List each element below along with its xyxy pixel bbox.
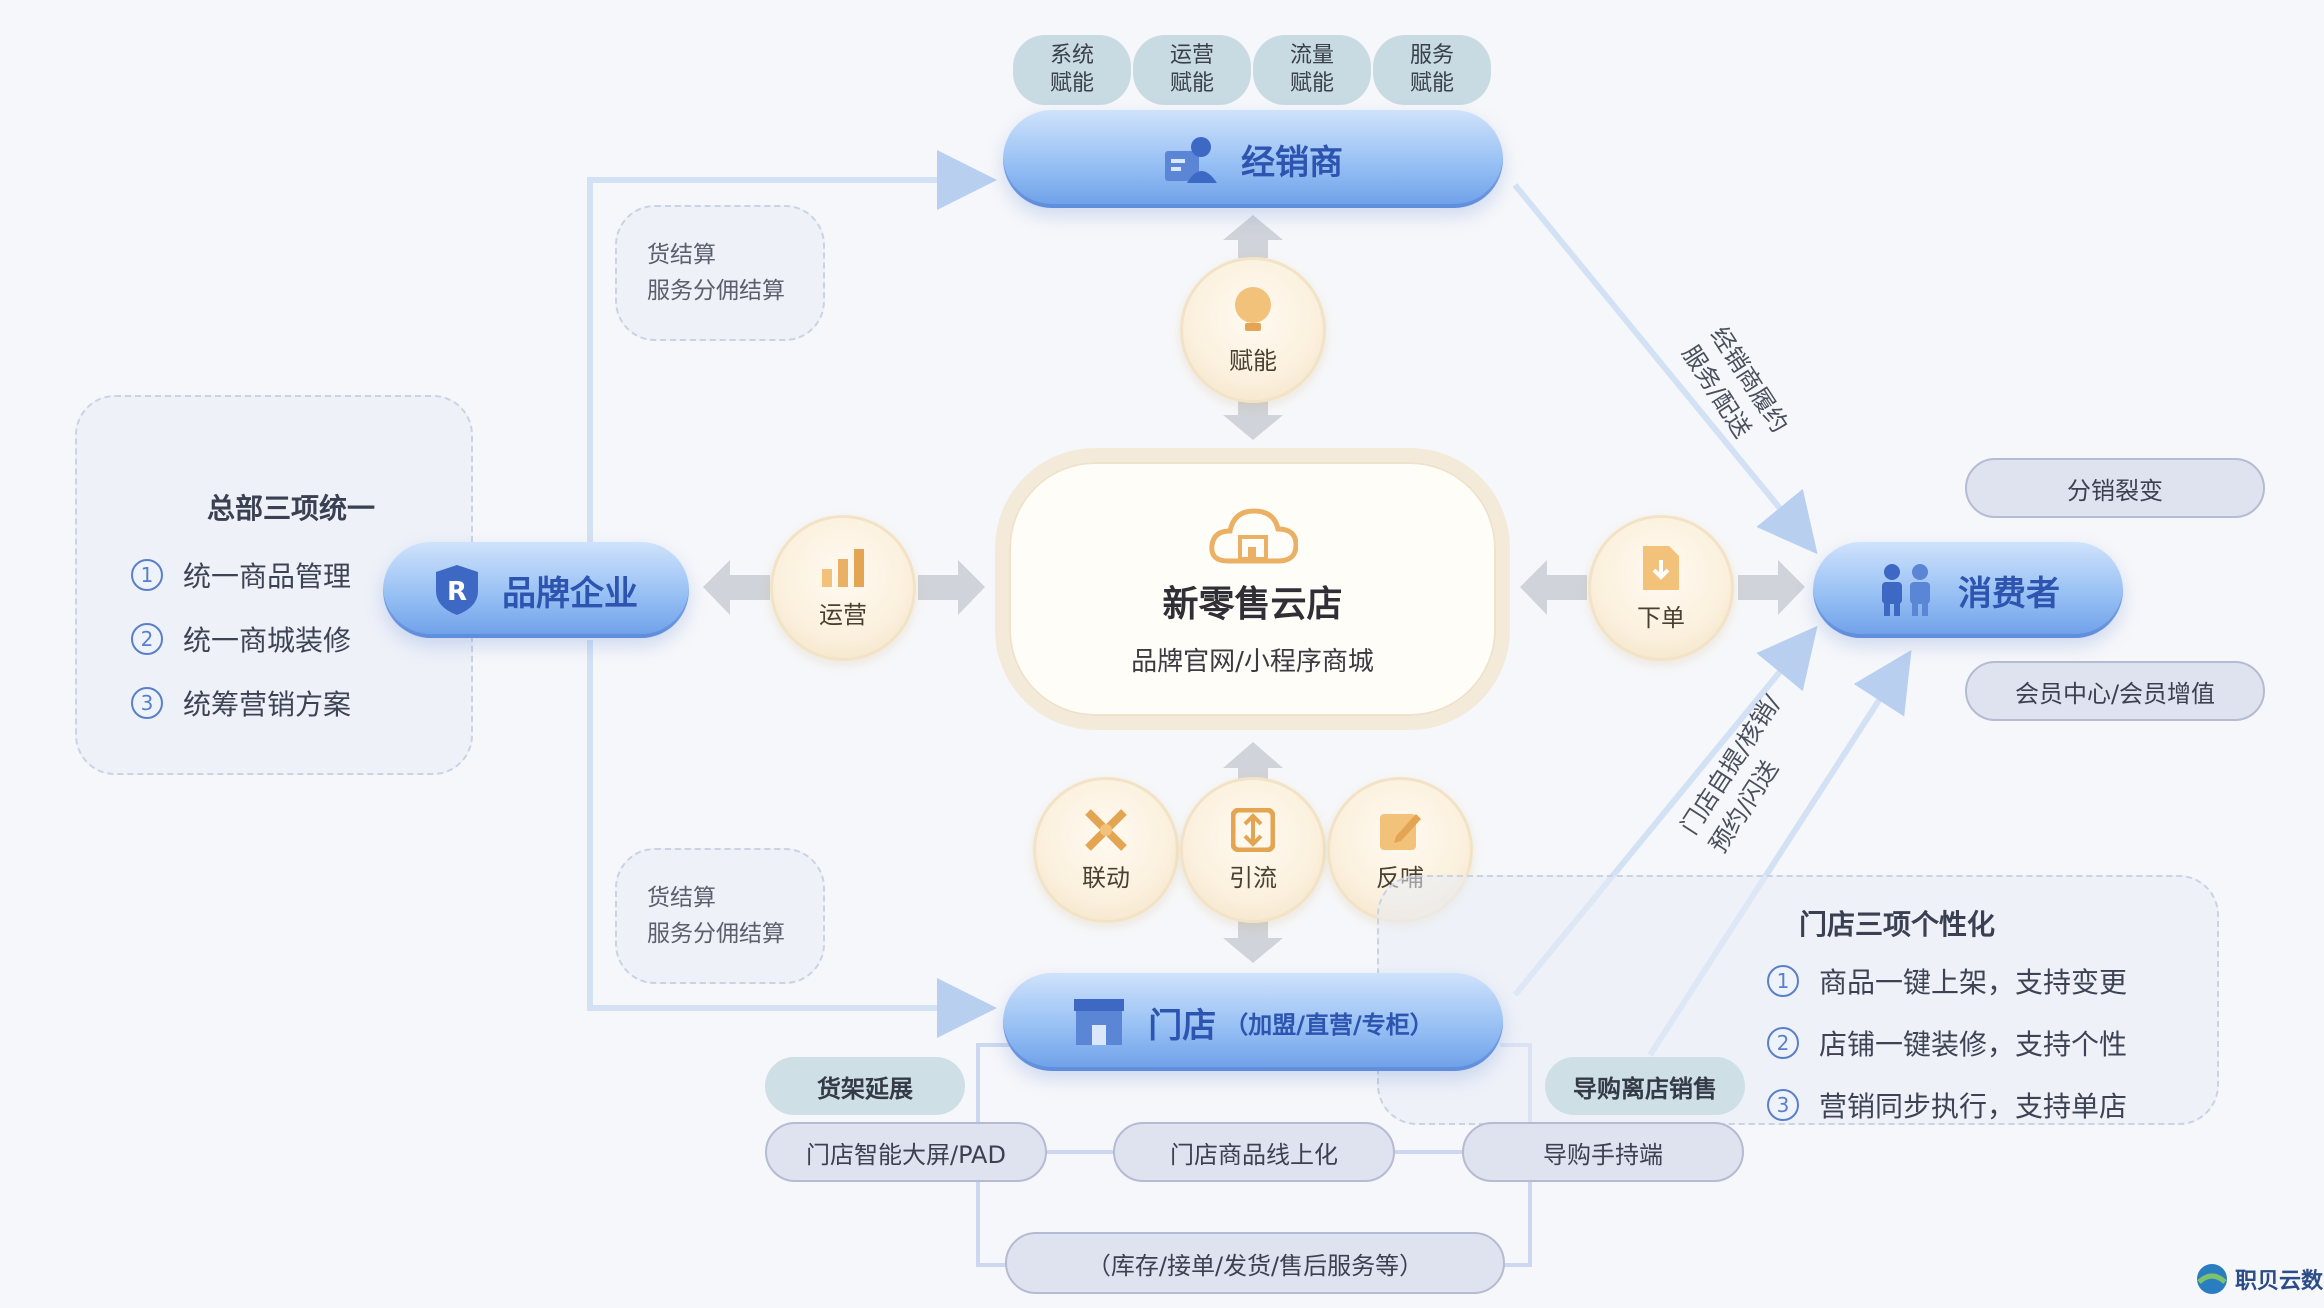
offline-guide-sales-pill: 导购离店销售 xyxy=(1545,1057,1745,1115)
empower-label: 赋能 xyxy=(1229,346,1277,375)
chip-line1: 流量 xyxy=(1289,43,1334,68)
svg-text:R: R xyxy=(447,577,467,607)
guide-terminal-label: 导购手持端 xyxy=(1543,1140,1663,1169)
hub-subtitle: 品牌官网/小程序商城 xyxy=(1131,646,1374,677)
store-item-text: 店铺一键装修，支持个性 xyxy=(1819,1028,2128,1061)
store-item: 2 店铺一键装修，支持个性 xyxy=(1767,1023,2217,1063)
logo-text: 职贝云数 xyxy=(2235,1269,2324,1294)
store-services-label: （库存/接单/发货/售后服务等） xyxy=(1086,1251,1424,1280)
online-products-label: 门店商品线上化 xyxy=(1170,1140,1338,1169)
order-doc-icon xyxy=(1643,545,1679,590)
chip-line1: 系统 xyxy=(1049,43,1094,68)
settlement-line1: 货结算 xyxy=(647,242,716,268)
chip-line2: 赋能 xyxy=(1049,71,1094,96)
hub-title: 新零售云店 xyxy=(1162,583,1343,625)
number-badge: 1 xyxy=(131,559,163,591)
edit-icon xyxy=(1380,813,1421,850)
number-badge: 3 xyxy=(1767,1089,1799,1121)
number-badge: 2 xyxy=(131,623,163,655)
store-label: 门店 xyxy=(1148,1005,1217,1046)
store-personalization-panel: 门店三项个性化 1 商品一键上架，支持变更 2 店铺一键装修，支持个性 3 营销… xyxy=(1377,875,2219,1125)
traffic-box-icon xyxy=(1231,807,1275,852)
chip-traffic-empower: 流量 赋能 xyxy=(1253,35,1371,105)
distributor-icon xyxy=(1163,133,1219,185)
settlement-line2: 服务分佣结算 xyxy=(647,921,785,947)
online-products-pill: 门店商品线上化 xyxy=(1113,1122,1395,1182)
hq-item-text: 统一商城装修 xyxy=(183,624,352,657)
chip-system-empower: 系统 赋能 xyxy=(1013,35,1131,105)
chip-line2: 赋能 xyxy=(1169,71,1214,96)
chip-operation-empower: 运营 赋能 xyxy=(1133,35,1251,105)
linkage-icon xyxy=(1085,808,1127,851)
settlement-note-top: 货结算 服务分佣结算 xyxy=(615,205,825,341)
member-pill: 会员中心/会员增值 xyxy=(1965,661,2265,721)
member-label: 会员中心/会员增值 xyxy=(2014,679,2216,708)
number-badge: 1 xyxy=(1767,965,1799,997)
cloud-store-icon xyxy=(1208,507,1298,563)
store-services-pill: （库存/接单/发货/售后服务等） xyxy=(1005,1232,1505,1294)
fission-label: 分销裂变 xyxy=(2067,476,2163,505)
hq-panel-title: 总部三项统一 xyxy=(207,492,376,525)
offline-guide-sales-label: 导购离店销售 xyxy=(1573,1074,1717,1103)
smart-screen-label: 门店智能大屏/PAD xyxy=(806,1140,1006,1169)
link-badge: 联动 xyxy=(1033,777,1179,923)
store-item: 3 营销同步执行，支持单店 xyxy=(1767,1085,2217,1125)
shelf-extension-pill: 货架延展 xyxy=(765,1057,965,1115)
consumer-people-icon xyxy=(1876,562,1936,618)
operate-badge: 运营 xyxy=(770,515,916,661)
brand-node: R 品牌企业 xyxy=(383,542,689,638)
globe-logo-icon xyxy=(2197,1264,2227,1294)
chip-line2: 赋能 xyxy=(1289,71,1334,96)
storefront-icon xyxy=(1072,997,1126,1047)
consumer-label: 消费者 xyxy=(1958,573,2060,614)
smart-screen-pill: 门店智能大屏/PAD xyxy=(765,1122,1047,1182)
hq-item-text: 统一商品管理 xyxy=(183,560,352,593)
guide-terminal-pill: 导购手持端 xyxy=(1462,1122,1744,1182)
chip-line1: 服务 xyxy=(1409,43,1454,68)
settlement-line1: 货结算 xyxy=(647,885,716,911)
traffic-badge: 引流 xyxy=(1180,777,1326,923)
hq-item-text: 统筹营销方案 xyxy=(183,688,352,721)
hq-item: 1 统一商品管理 xyxy=(131,555,471,595)
lightbulb-icon xyxy=(1235,286,1271,331)
operate-label: 运营 xyxy=(819,600,867,629)
store-item-text: 商品一键上架，支持变更 xyxy=(1819,966,2128,999)
settlement-line2: 服务分佣结算 xyxy=(647,278,785,304)
hq-item: 2 统一商城装修 xyxy=(131,619,471,659)
shelf-extension-label: 货架延展 xyxy=(817,1074,913,1103)
store-item: 1 商品一键上架，支持变更 xyxy=(1767,961,2217,1001)
distributor-label: 经销商 xyxy=(1241,142,1343,183)
distributor-node: 经销商 xyxy=(1003,110,1503,208)
fission-pill: 分销裂变 xyxy=(1965,458,2265,518)
center-hub: 新零售云店 品牌官网/小程序商城 xyxy=(995,448,1510,730)
chip-line1: 运营 xyxy=(1169,43,1214,68)
store-sub-label: （加盟/直营/专柜） xyxy=(1224,1010,1434,1039)
number-badge: 3 xyxy=(131,687,163,719)
order-badge: 下单 xyxy=(1588,515,1734,661)
empower-badge: 赋能 xyxy=(1180,257,1326,403)
order-label: 下单 xyxy=(1637,603,1685,632)
brand-logo: 职贝云数 xyxy=(2195,1262,2323,1296)
chip-line2: 赋能 xyxy=(1409,71,1454,96)
bar-chart-icon xyxy=(822,548,864,587)
brand-shield-icon: R xyxy=(434,563,480,617)
hq-item: 3 统筹营销方案 xyxy=(131,683,471,723)
link-label: 联动 xyxy=(1082,863,1130,892)
settlement-note-bottom: 货结算 服务分佣结算 xyxy=(615,848,825,984)
chip-service-empower: 服务 赋能 xyxy=(1373,35,1491,105)
consumer-node: 消费者 xyxy=(1813,542,2123,638)
brand-label: 品牌企业 xyxy=(502,573,638,614)
traffic-label: 引流 xyxy=(1229,863,1277,892)
number-badge: 2 xyxy=(1767,1027,1799,1059)
store-panel-title: 门店三项个性化 xyxy=(1799,908,1996,941)
store-node: 门店 （加盟/直营/专柜） xyxy=(1003,973,1503,1071)
store-item-text: 营销同步执行，支持单店 xyxy=(1819,1090,2128,1123)
